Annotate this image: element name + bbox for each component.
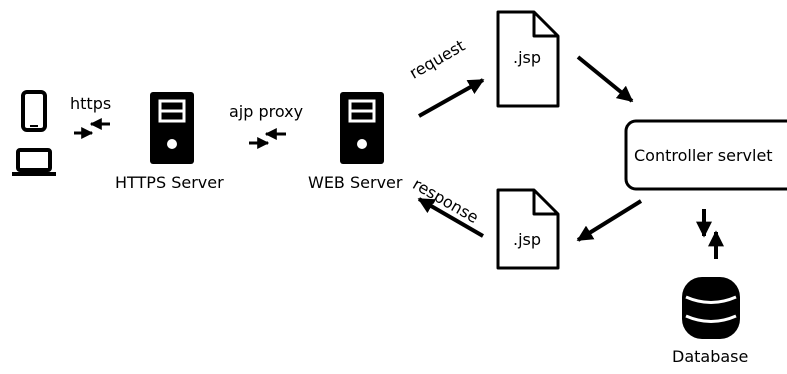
- controller-box: [624, 119, 787, 191]
- response-arrow: [417, 197, 485, 238]
- phone-icon: [21, 90, 47, 132]
- database-icon: [682, 277, 740, 339]
- ajp-proxy-label: ajp proxy: [229, 102, 304, 121]
- controller-to-jsp-arrow: [576, 199, 643, 242]
- db-exchange-icon: [696, 209, 724, 259]
- https-label: https: [70, 94, 112, 113]
- ajp-exchange-icon: [249, 128, 286, 149]
- server-icon: [150, 92, 194, 164]
- database-label: Database: [672, 347, 749, 366]
- controller-label: Controller servlet: [634, 146, 773, 165]
- file-icon: [496, 188, 560, 270]
- jsp-bottom-label: .jsp: [513, 230, 542, 249]
- request-arrow: [418, 78, 485, 118]
- web-server-label: WEB Server: [308, 173, 403, 192]
- https-exchange-icon: [74, 118, 110, 139]
- server-icon: [340, 92, 384, 164]
- https-server-label: HTTPS Server: [115, 173, 224, 192]
- laptop-icon: [12, 148, 56, 176]
- jsp-top-label: .jsp: [513, 48, 542, 67]
- jsp-to-controller-arrow: [576, 55, 634, 103]
